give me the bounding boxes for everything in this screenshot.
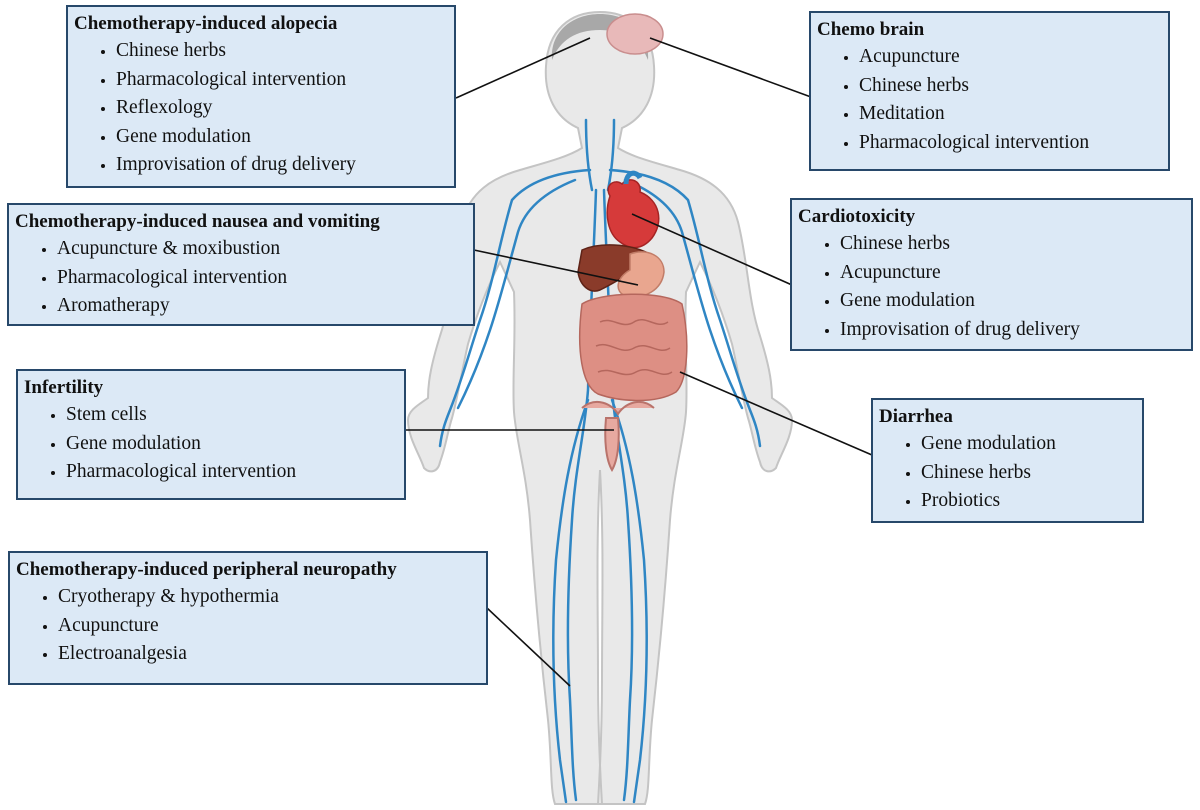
box-diarrhea: Diarrhea Gene modulation Chinese herbs P… <box>871 398 1144 523</box>
box-title: Chemotherapy-induced peripheral neuropat… <box>16 559 397 580</box>
treatment-item: Acupuncture & moxibustion <box>57 235 467 264</box>
brain-organ <box>606 13 664 55</box>
treatment-item: Pharmacological intervention <box>859 129 1162 158</box>
treatment-item: Acupuncture <box>859 43 1162 72</box>
treatment-item: Reflexology <box>116 94 448 123</box>
treatment-item: Improvisation of drug delivery <box>116 151 448 180</box>
treatment-item: Electroanalgesia <box>58 640 480 669</box>
box-infertility: Infertility Stem cells Gene modulation P… <box>16 369 406 500</box>
treatment-list: Chinese herbs Acupuncture Gene modulatio… <box>798 230 1185 344</box>
treatment-item: Gene modulation <box>116 123 448 152</box>
treatment-list: Acupuncture Chinese herbs Meditation Pha… <box>817 43 1162 157</box>
box-nausea: Chemotherapy-induced nausea and vomiting… <box>7 203 475 326</box>
treatment-list: Stem cells Gene modulation Pharmacologic… <box>24 401 398 487</box>
treatment-item: Improvisation of drug delivery <box>840 316 1185 345</box>
box-title: Chemotherapy-induced alopecia <box>74 13 338 34</box>
treatment-item: Probiotics <box>921 487 1136 516</box>
intestine-folds <box>595 319 673 376</box>
box-chemo-brain: Chemo brain Acupuncture Chinese herbs Me… <box>809 11 1170 171</box>
aorta-vessel <box>623 170 643 185</box>
connector-diarrhea <box>679 371 873 456</box>
connector-alopecia <box>455 37 591 99</box>
connector-nausea <box>473 249 639 286</box>
treatment-item: Pharmacological intervention <box>116 66 448 95</box>
treatment-item: Chinese herbs <box>116 37 448 66</box>
treatment-item: Chinese herbs <box>859 72 1162 101</box>
connector-lines <box>405 37 873 687</box>
treatment-item: Acupuncture <box>840 259 1185 288</box>
box-alopecia: Chemotherapy-induced alopecia Chinese he… <box>66 5 456 188</box>
box-cardiotoxicity: Cardiotoxicity Chinese herbs Acupuncture… <box>790 198 1193 351</box>
reproductive-organs <box>581 400 655 472</box>
treatment-list: Acupuncture & moxibustion Pharmacologica… <box>15 235 467 321</box>
treatment-item: Cryotherapy & hypothermia <box>58 583 480 612</box>
treatment-item: Aromatherapy <box>57 292 467 321</box>
box-neuropathy: Chemotherapy-induced peripheral neuropat… <box>8 551 488 685</box>
treatment-item: Pharmacological intervention <box>57 264 467 293</box>
treatment-item: Chinese herbs <box>921 459 1136 488</box>
box-title: Chemotherapy-induced nausea and vomiting <box>15 211 380 232</box>
treatment-list: Cryotherapy & hypothermia Acupuncture El… <box>16 583 480 669</box>
treatment-item: Stem cells <box>66 401 398 430</box>
box-title: Diarrhea <box>879 406 953 427</box>
intestine-organ <box>578 293 688 402</box>
treatment-item: Acupuncture <box>58 612 480 641</box>
treatment-item: Chinese herbs <box>840 230 1185 259</box>
treatment-item: Gene modulation <box>921 430 1136 459</box>
treatment-item: Gene modulation <box>66 430 398 459</box>
box-title: Cardiotoxicity <box>798 206 916 227</box>
connector-cardiotoxicity <box>631 213 793 286</box>
connector-neuropathy <box>486 607 571 687</box>
treatment-item: Meditation <box>859 100 1162 129</box>
connector-chemo-brain <box>649 37 812 98</box>
treatment-list: Chinese herbs Pharmacological interventi… <box>74 37 448 180</box>
treatment-item: Pharmacological intervention <box>66 458 398 487</box>
box-title: Chemo brain <box>817 19 925 40</box>
box-title: Infertility <box>24 377 104 398</box>
treatment-item: Gene modulation <box>840 287 1185 316</box>
treatment-list: Gene modulation Chinese herbs Probiotics <box>879 430 1136 516</box>
